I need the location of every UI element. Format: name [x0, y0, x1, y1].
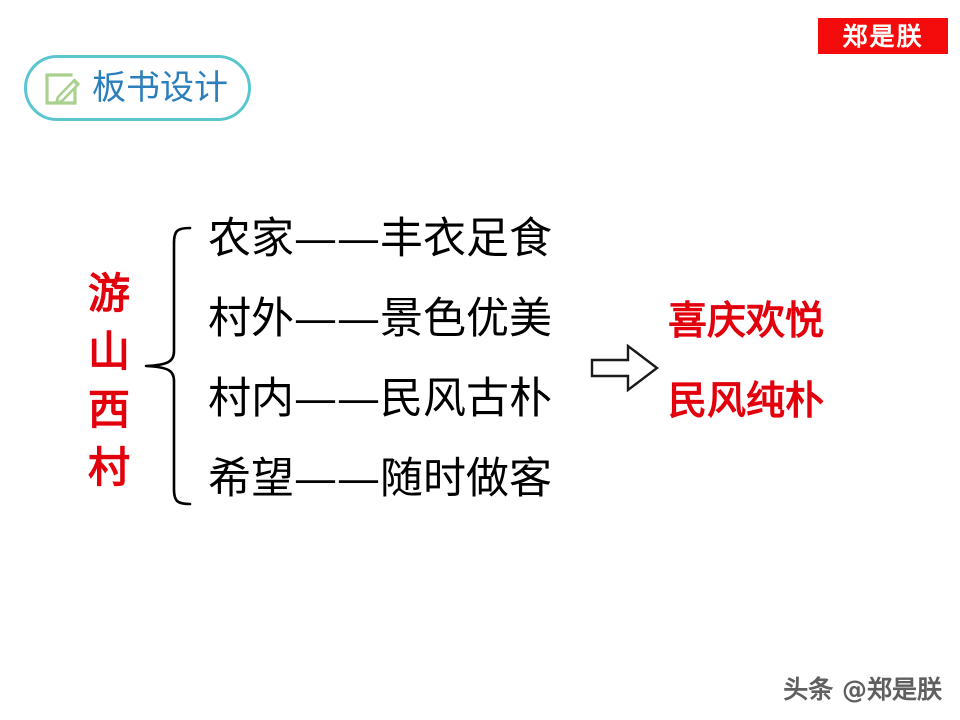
conclusion-block: 喜庆欢悦 民风纯朴: [668, 302, 888, 430]
topic-char: 山: [87, 327, 130, 376]
conclusion-line: 民风纯朴: [668, 378, 825, 424]
board-item: 希望——随时做客: [208, 454, 552, 504]
board-item: 农家——丰衣足食: [208, 214, 552, 264]
left-curly-brace-icon: [144, 226, 192, 506]
board-design-diagram: 游 山 西 村 农家——丰衣足食 村外——景色优美 村内——民风古朴 希望——随…: [0, 190, 960, 540]
conclusion-line: 喜庆欢悦: [668, 298, 825, 344]
board-item: 村内——民风古朴: [208, 374, 552, 424]
topic-char: 村: [87, 443, 130, 492]
topic-title-vertical: 游 山 西 村: [78, 265, 140, 497]
board-item: 村外——景色优美: [208, 294, 552, 344]
section-title-pill: 板书设计: [24, 55, 251, 121]
footer-watermark: 头条 @郑是朕: [783, 675, 942, 704]
brand-badge: 郑是朕: [818, 18, 948, 54]
brand-badge-text: 郑是朕: [842, 21, 924, 51]
right-block-arrow-icon: [590, 343, 659, 393]
section-title-label: 板书设计: [92, 68, 228, 108]
topic-char: 西: [87, 385, 130, 434]
edit-note-icon: [45, 73, 80, 105]
topic-char: 游: [87, 269, 130, 318]
board-item-list: 农家——丰衣足食 村外——景色优美 村内——民风古朴 希望——随时做客: [208, 218, 598, 510]
